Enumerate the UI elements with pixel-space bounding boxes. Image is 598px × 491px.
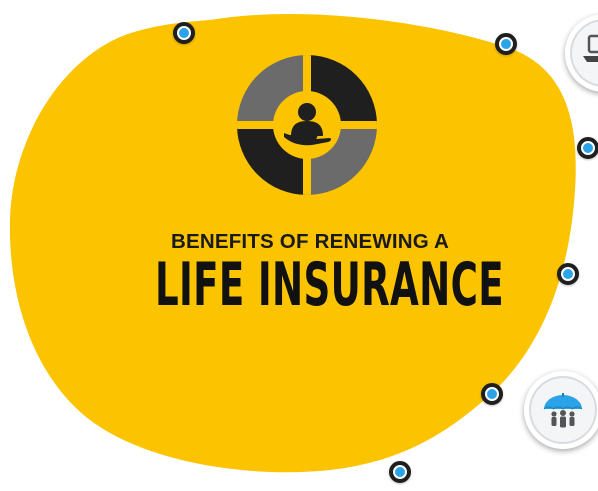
connector-dot	[577, 137, 598, 159]
benefit-badge-bottom	[524, 371, 598, 449]
connector-dot	[481, 383, 503, 405]
connector-dot	[495, 33, 517, 55]
connector-dot	[173, 22, 195, 44]
connector-dot	[389, 461, 411, 483]
insured-person-hand-icon	[237, 55, 377, 195]
laptop-icon	[583, 34, 598, 62]
infographic-subtitle: BENEFITS OF RENEWING A	[170, 230, 450, 253]
benefit-badge-top	[565, 14, 598, 92]
connector-dot	[557, 263, 579, 285]
infographic-title: LIFE INSURANCE	[155, 250, 504, 320]
family-umbrella-icon	[543, 393, 583, 428]
